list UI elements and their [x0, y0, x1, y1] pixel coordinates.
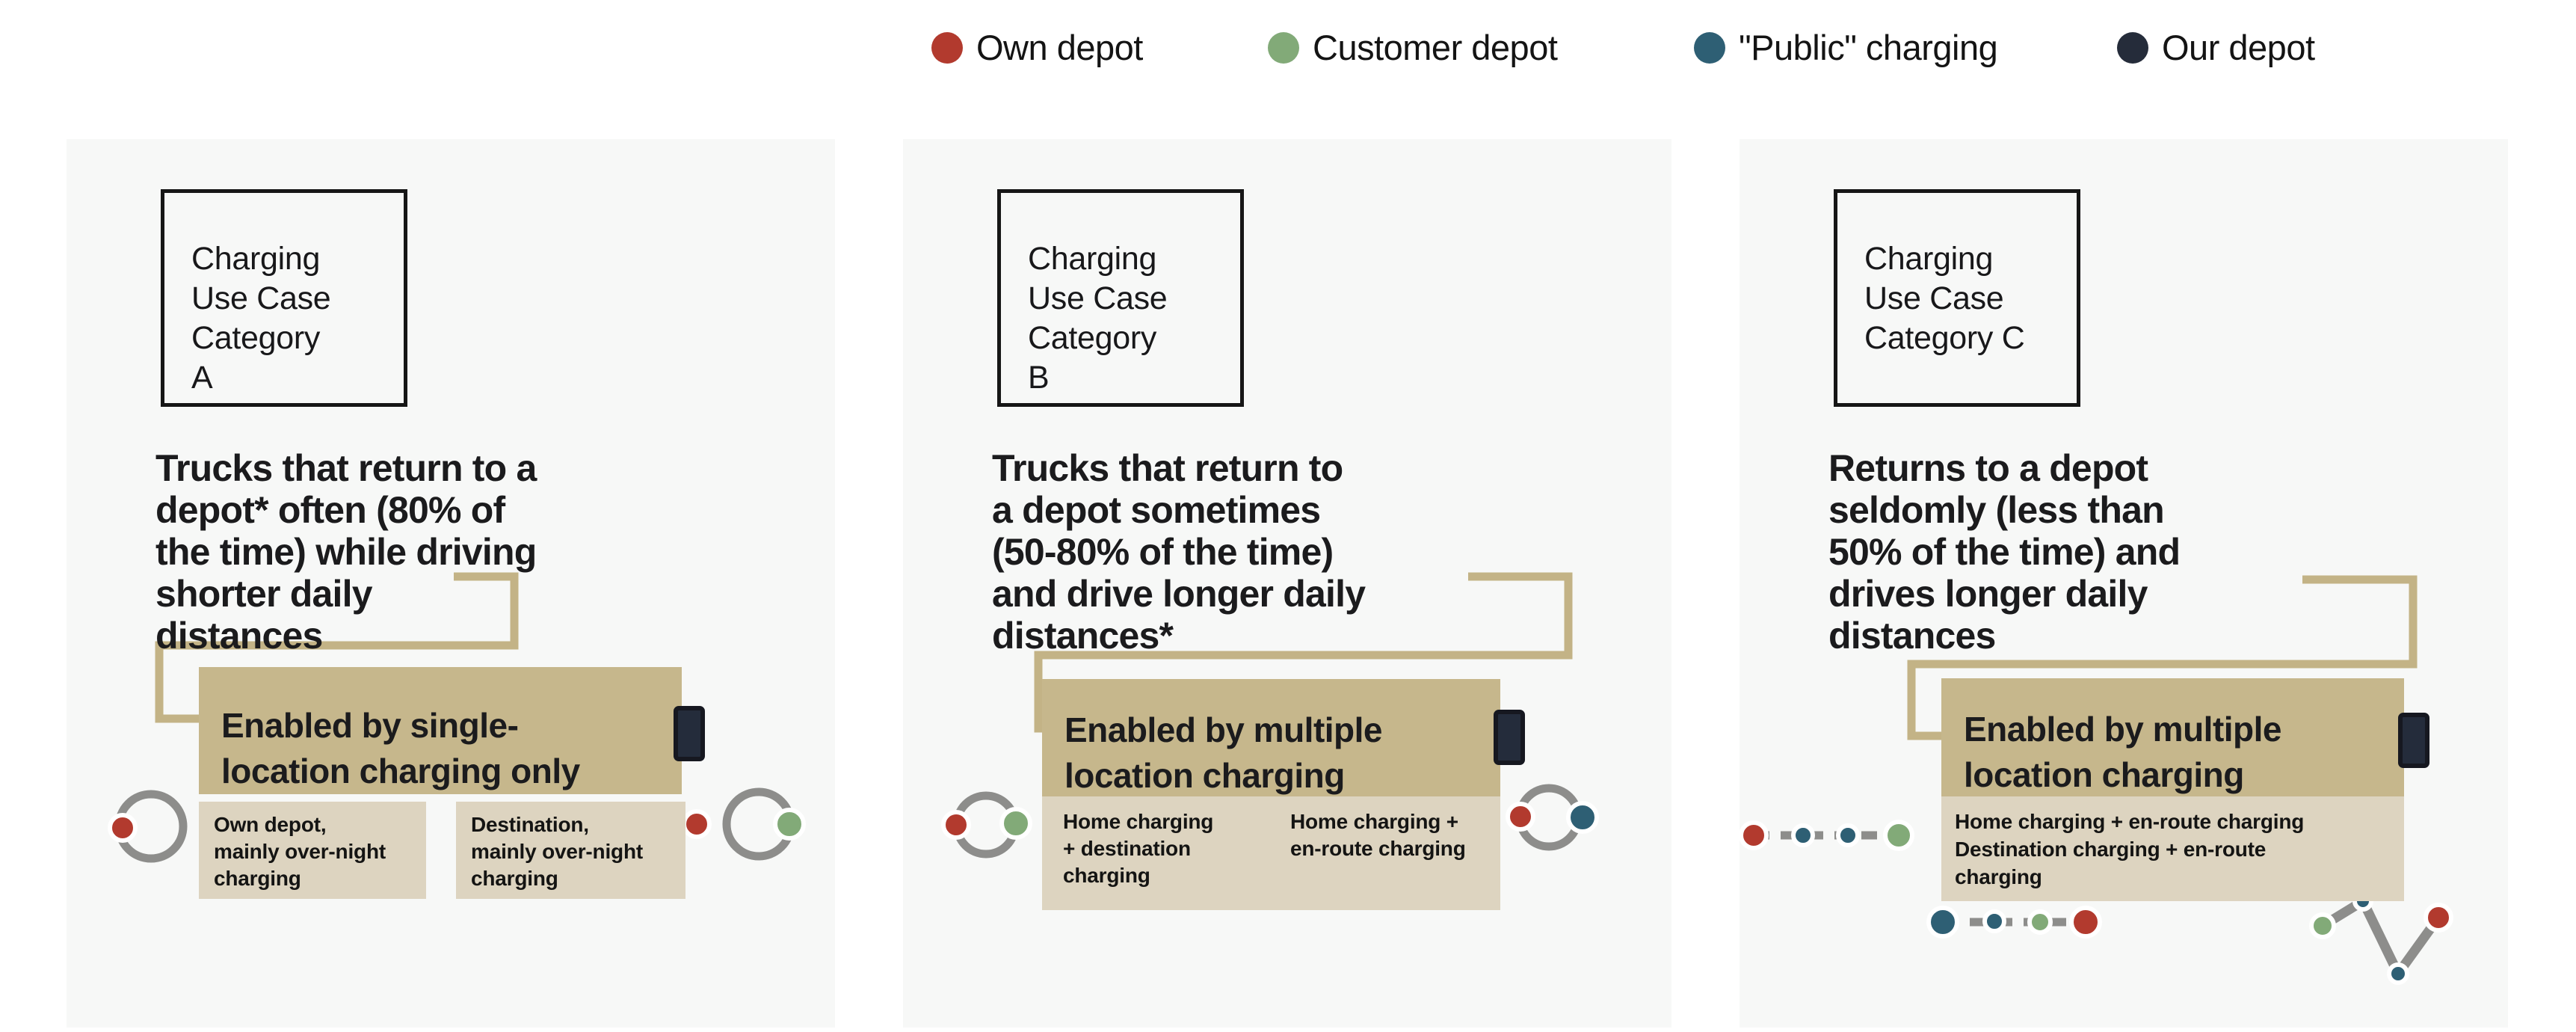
- customer-depot-dot: [2027, 909, 2053, 935]
- customer-depot-dot: [773, 808, 806, 841]
- legend-label: "Public" charging: [1739, 28, 1998, 67]
- public-charging-dot: [1982, 909, 2006, 933]
- legend-label: Customer depot: [1313, 28, 1558, 67]
- panel-c-decor: [1740, 575, 2453, 985]
- customer-depot-dot-icon: [1268, 31, 1299, 64]
- panel-description: Trucks that return to a depot* often (80…: [155, 447, 537, 657]
- legend-item-our-depot: Our depot: [2117, 27, 2315, 68]
- legend-item-customer-depot: Customer depot: [1268, 27, 1558, 68]
- customer-depot-dot: [2309, 912, 2336, 939]
- category-box: Charging Use Case Category A: [161, 189, 407, 407]
- route-chain-1-icon: [1740, 820, 1914, 851]
- customer-depot-dot: [999, 807, 1032, 840]
- panel-description: Trucks that return to a depot sometimes …: [992, 447, 1366, 657]
- panel-b-decor: [941, 572, 1599, 859]
- route-loop-own-customer-icon: [941, 791, 1032, 859]
- public-charging-dot: [1926, 906, 1959, 939]
- our-depot-dot-icon: [2117, 31, 2148, 64]
- route-loop-own-depot-icon: [108, 790, 188, 863]
- battery-icon: [1494, 710, 1525, 765]
- connector-line: [1907, 575, 2418, 740]
- charging-option-box: Home charging + en-route charging Destin…: [1941, 796, 2404, 901]
- charging-option-text: Home charging + en-route charging: [1290, 810, 1466, 860]
- connector-line: [155, 572, 519, 723]
- battery-icon: [2398, 713, 2429, 768]
- enabled-by-box: Enabled by multiple location charging: [1941, 678, 2404, 796]
- panel-category-b: Charging Use Case Category B Trucks that…: [903, 139, 1671, 1028]
- own-depot-dot: [682, 809, 712, 839]
- panel-category-c: Charging Use Case Category C Returns to …: [1740, 139, 2508, 1028]
- route-loop-own-public-icon: [1506, 784, 1599, 851]
- route-chain-2-icon: [1926, 906, 2102, 939]
- connector-line: [1034, 572, 1573, 733]
- route-loop-customer-depot-icon: [682, 787, 806, 861]
- public-charging-dot: [2387, 962, 2409, 985]
- own-depot-dot: [941, 810, 971, 840]
- legend-label: Our depot: [2162, 28, 2315, 67]
- legend-item-public-charging: "Public" charging: [1694, 27, 1998, 68]
- battery-icon: [674, 706, 705, 761]
- legend-item-own-depot: Own depot: [931, 27, 1143, 68]
- public-charging-dot: [1836, 823, 1860, 847]
- own-depot-dot-icon: [931, 31, 963, 64]
- own-depot-dot: [2424, 903, 2453, 933]
- route-zigzag-icon: [2309, 891, 2453, 985]
- public-charging-dot: [1566, 801, 1599, 834]
- own-depot-dot: [1506, 802, 1535, 832]
- customer-depot-dot: [1883, 820, 1914, 851]
- public-charging-dot: [1791, 823, 1815, 847]
- panel-description: Returns to a depot seldomly (less than 5…: [1828, 447, 2181, 657]
- charging-option-box: Home charging + destination charging Hom…: [1042, 796, 1500, 910]
- category-box: Charging Use Case Category C: [1834, 189, 2080, 407]
- panel-category-a: Charging Use Case Category A Trucks that…: [67, 139, 835, 1028]
- public-charging-dot-icon: [1694, 31, 1725, 64]
- panel-a-decor: [108, 572, 806, 863]
- own-depot-dot: [2069, 906, 2102, 939]
- own-depot-dot: [108, 813, 138, 843]
- charging-option-box: Destination, mainly over-night charging: [456, 802, 685, 899]
- charging-option-text: Home charging + destination charging: [1063, 810, 1214, 887]
- enabled-by-box: Enabled by single- location charging onl…: [199, 667, 682, 794]
- legend-label: Own depot: [976, 28, 1143, 67]
- charging-option-box: Own depot, mainly over-night charging: [199, 802, 426, 899]
- category-box: Charging Use Case Category B: [997, 189, 1244, 407]
- own-depot-dot: [1740, 820, 1769, 850]
- enabled-by-box: Enabled by multiple location charging: [1042, 679, 1500, 796]
